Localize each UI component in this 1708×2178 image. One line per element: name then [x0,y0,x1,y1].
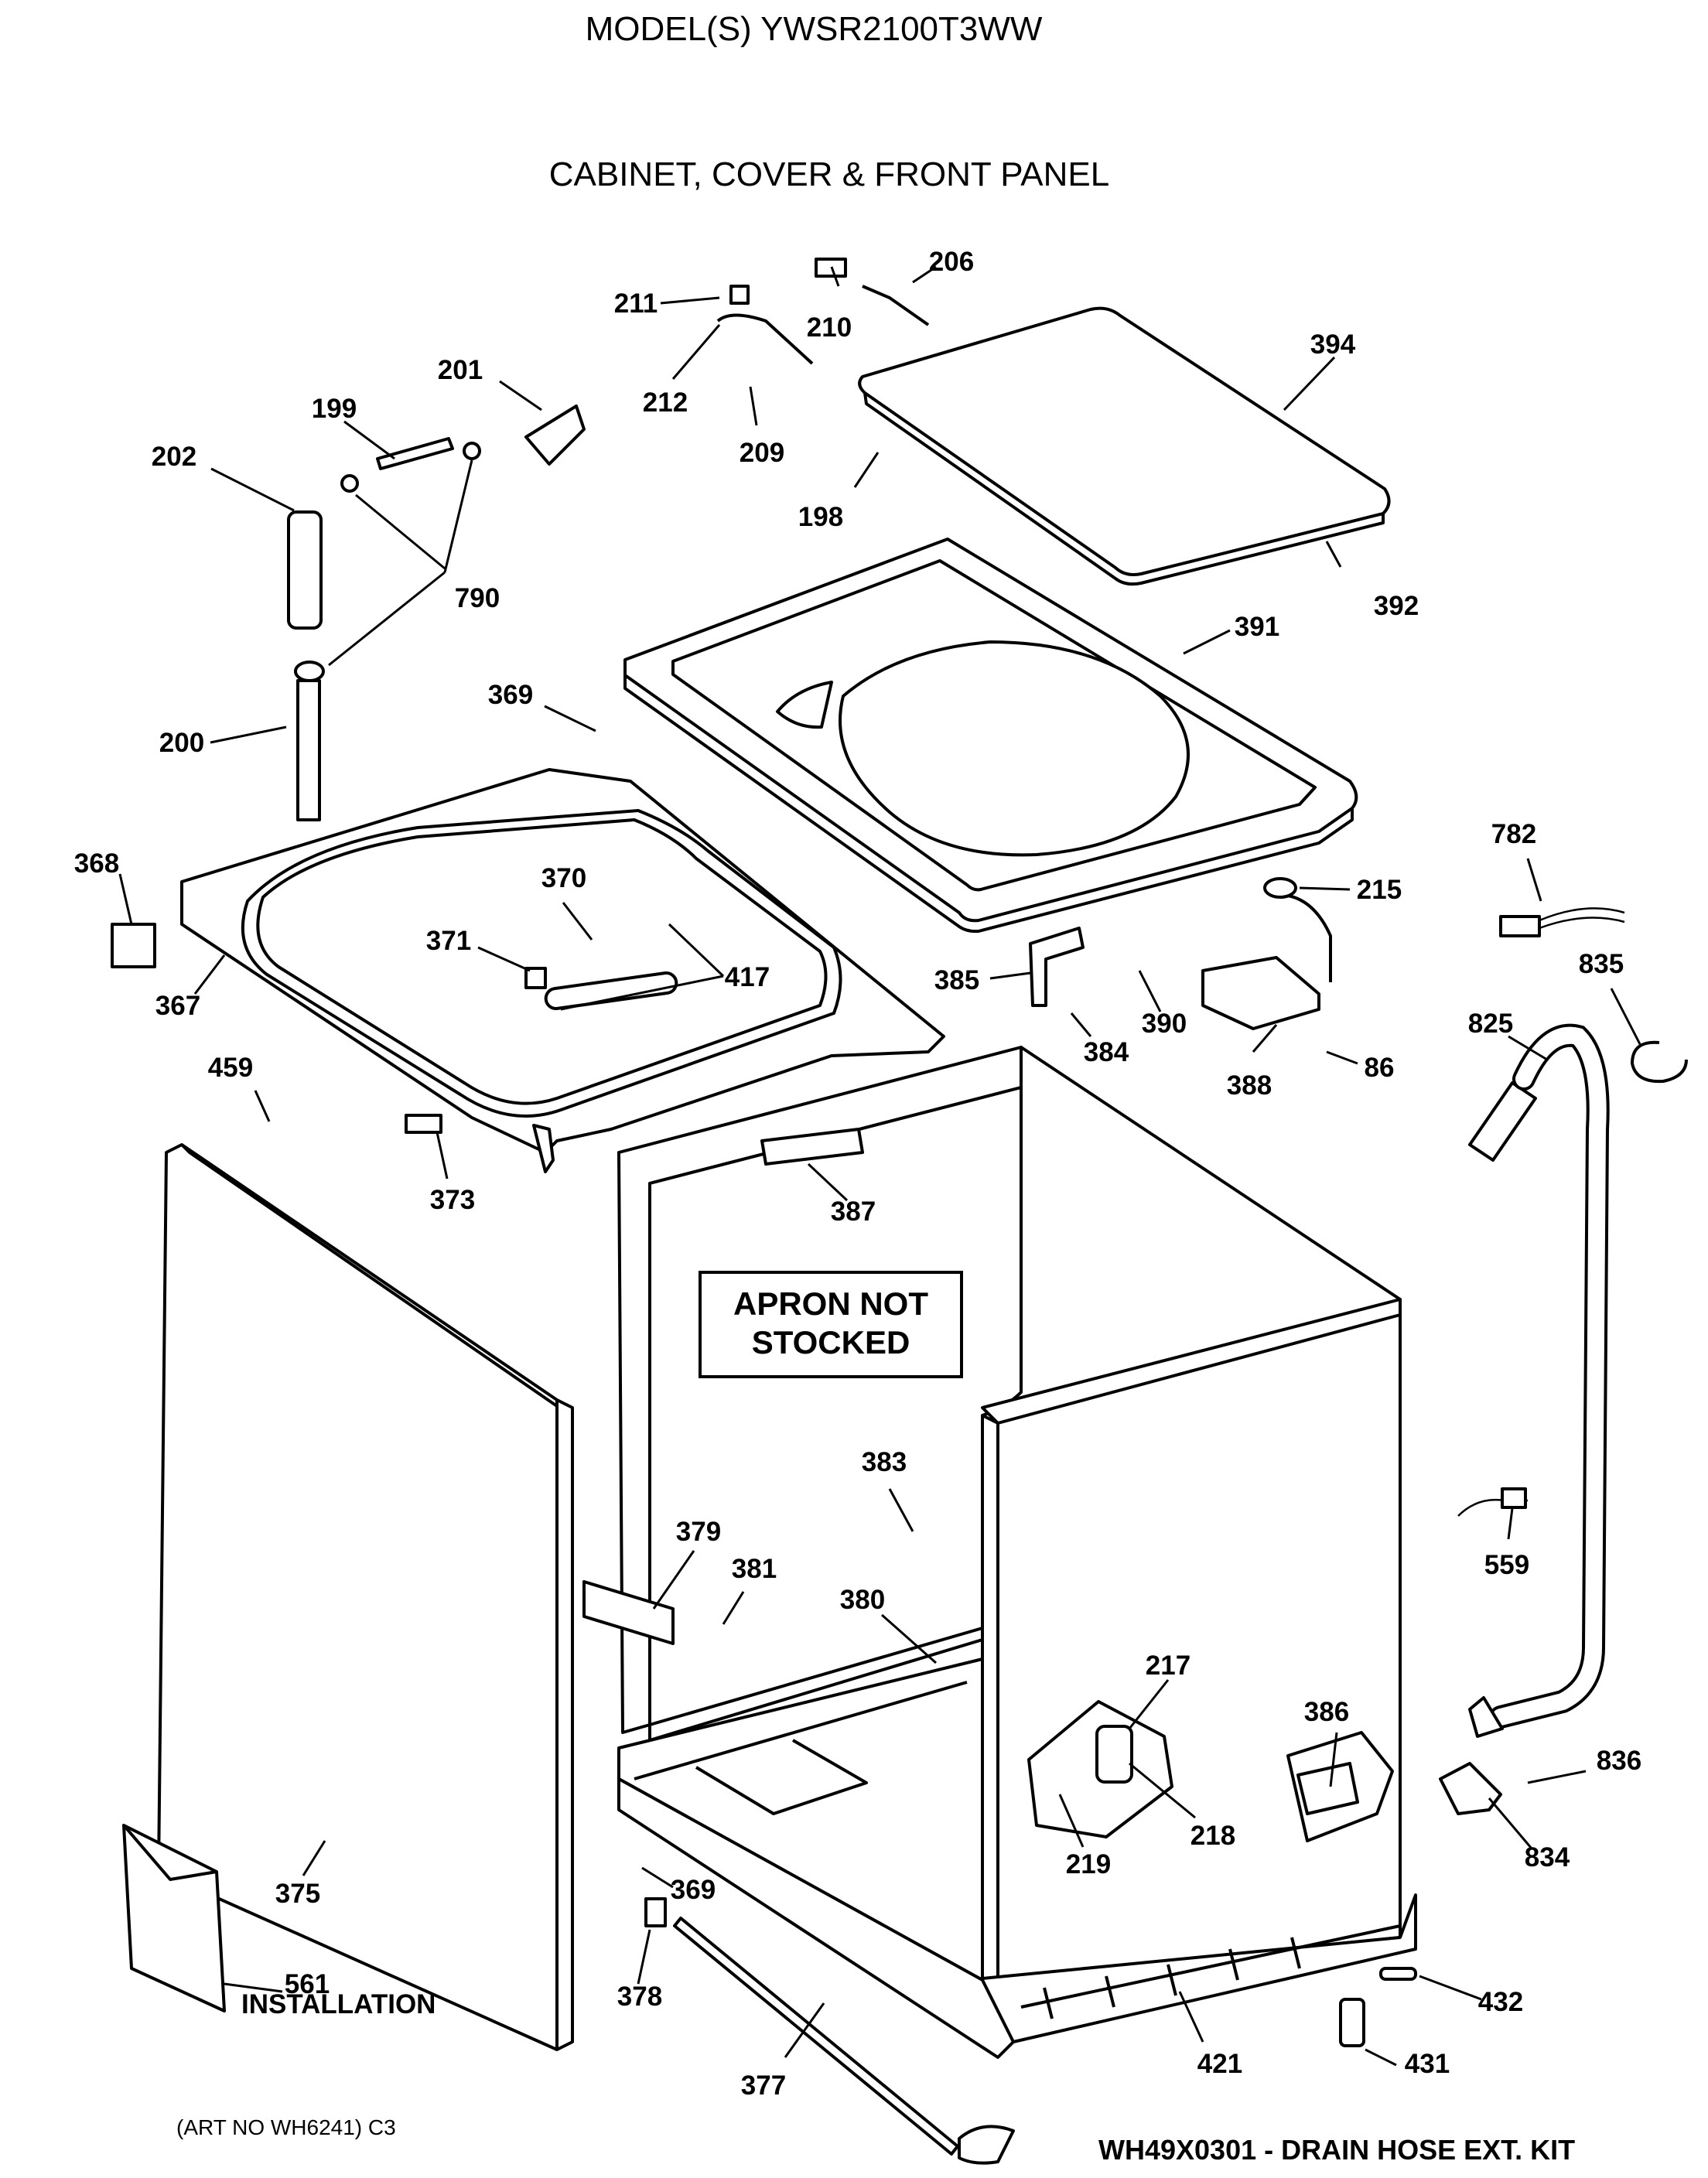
part-label-835: 835 [1579,949,1624,979]
part-labels: 206 211 210 212 209 394 201 199 202 198 … [74,247,1641,2101]
part-label-86: 86 [1365,1053,1395,1083]
part-label-219: 219 [1066,1849,1111,1879]
part-label-390: 390 [1142,1009,1187,1039]
part-label-198: 198 [798,502,843,532]
part-label-421: 421 [1197,2049,1242,2079]
drain-hose-kit-note: WH49X0301 - DRAIN HOSE EXT. KIT [1098,2134,1575,2166]
part-label-392: 392 [1374,591,1419,621]
part-label-215: 215 [1357,875,1402,905]
part-label-378: 378 [617,1982,662,2012]
part-label-431: 431 [1405,2049,1450,2079]
part-label-383: 383 [862,1447,907,1477]
part-label-836: 836 [1597,1746,1641,1776]
part-label-211: 211 [614,288,658,319]
cabinet-body [617,1046,1417,2059]
part-label-201: 201 [438,355,483,385]
part-label-209: 209 [740,438,784,468]
part-label-561: 561 [285,1969,330,1999]
front-panel-375 [157,1143,574,2051]
part-label-381: 381 [732,1554,777,1584]
part-label-782: 782 [1491,819,1536,849]
lid-394 [858,306,1391,586]
leader-lines [118,265,1641,2067]
part-label-202: 202 [152,442,196,472]
part-label-200: 200 [159,728,204,758]
art-number: (ART NO WH6241) C3 [176,2115,396,2139]
part-label-371: 371 [426,926,471,956]
installation-label: INSTALLATION [241,1989,436,2019]
part-label-387: 387 [831,1197,876,1227]
model-title: MODEL(S) YWSR2100T3WW [586,10,1043,48]
drain-hose-825 [1468,1023,1610,1738]
installation-envelope-561 [122,1824,226,2012]
part-label-218: 218 [1190,1821,1235,1851]
part-label-377: 377 [741,2070,786,2101]
top-panel-391 [623,538,1358,934]
base-frame-367 [180,768,945,1173]
part-label-417: 417 [725,962,770,992]
part-label-199: 199 [312,394,357,424]
small-parts [111,258,1688,2165]
apron-not-stocked-callout: APRON NOT STOCKED [699,1271,963,1378]
part-label-370: 370 [541,863,586,893]
part-label-388: 388 [1227,1070,1272,1101]
callout-line-2: STOCKED [752,1324,910,1360]
part-label-212: 212 [643,387,688,418]
part-label-367: 367 [155,991,200,1021]
part-label-386: 386 [1304,1697,1349,1727]
callout-line-1: APRON NOT [733,1285,928,1322]
part-label-369-bottom: 369 [671,1875,716,1905]
part-label-380: 380 [840,1585,885,1615]
part-label-206: 206 [929,247,974,277]
part-label-210: 210 [807,312,852,343]
part-label-391: 391 [1235,612,1279,642]
part-label-375: 375 [275,1879,320,1909]
part-label-432: 432 [1478,1987,1523,2017]
part-label-790: 790 [455,583,500,613]
part-label-217: 217 [1146,1651,1190,1681]
part-label-385: 385 [934,965,979,995]
part-label-394: 394 [1310,329,1356,360]
part-label-834: 834 [1525,1842,1570,1872]
part-label-373: 373 [430,1185,475,1215]
part-label-384: 384 [1084,1037,1129,1067]
section-title: CABINET, COVER & FRONT PANEL [549,155,1110,193]
part-label-368: 368 [74,848,119,879]
part-label-459: 459 [208,1053,253,1083]
part-label-379: 379 [676,1517,721,1547]
part-label-369-top: 369 [488,680,533,710]
part-label-825: 825 [1468,1009,1513,1039]
part-label-559: 559 [1484,1550,1529,1580]
